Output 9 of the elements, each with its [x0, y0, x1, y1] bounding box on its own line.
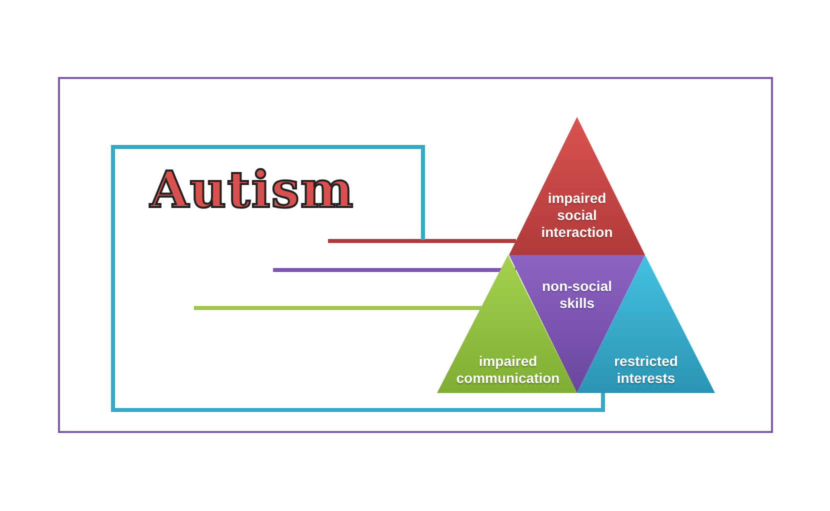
segment-label: non-social skills	[540, 278, 613, 312]
segment-label: impaired communication	[455, 353, 561, 387]
connector-line	[328, 239, 516, 243]
segment-label: impaired social interaction	[540, 190, 614, 240]
title: Autism	[150, 160, 354, 220]
connector-line	[111, 145, 605, 412]
segment-label: restricted interests	[613, 353, 679, 387]
connector-line	[273, 268, 516, 272]
connector-line	[194, 306, 482, 310]
